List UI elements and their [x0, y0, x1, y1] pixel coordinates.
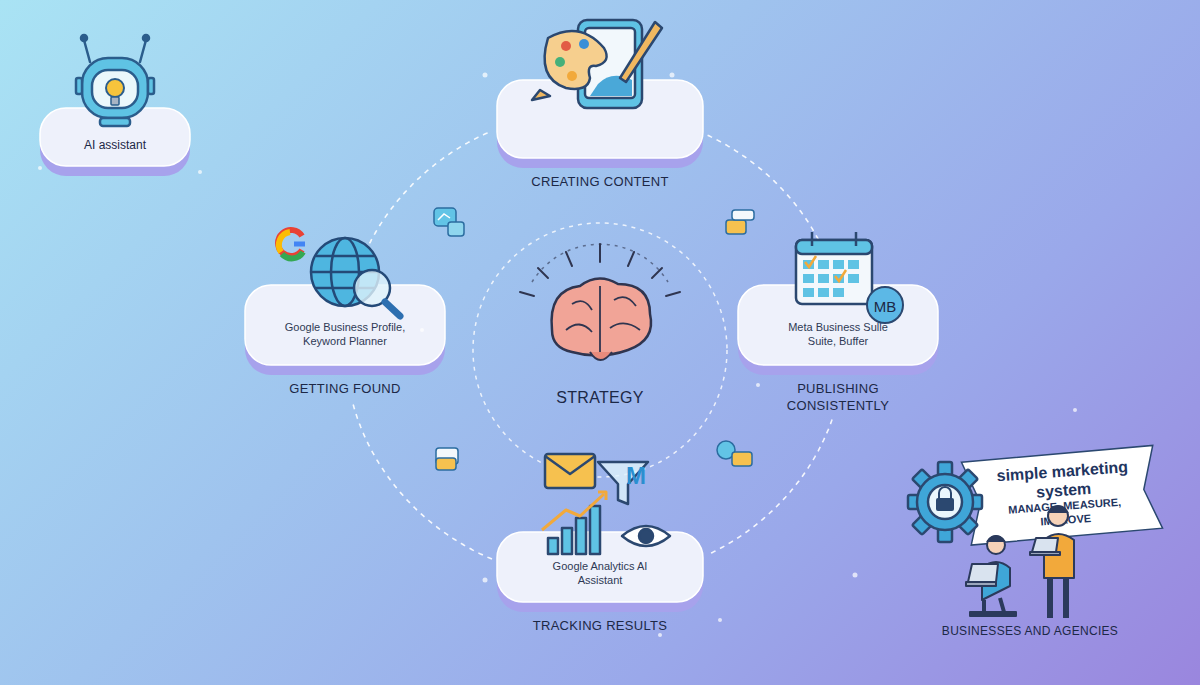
brain-icon — [520, 244, 680, 360]
robot-icon — [76, 35, 154, 126]
tile-face — [497, 80, 703, 168]
ai-tile: AI assistant — [40, 108, 190, 176]
tile-text: Meta Business Sulle Suite, Buffer — [778, 321, 898, 375]
tile-face: Google Analytics AI Assistant — [497, 532, 703, 612]
strategy-circle: STRATEGY — [470, 220, 730, 480]
tile-top — [40, 108, 190, 166]
badge-letters: MB — [866, 286, 904, 324]
people-icon — [966, 506, 1074, 618]
ring-connector — [708, 135, 836, 281]
tracking-tile: Google Analytics AI AssistantTRACKING RE… — [497, 532, 703, 635]
tile-text: Google Business Profile, Keyword Planner — [270, 321, 420, 375]
search-icon — [278, 230, 400, 316]
audience-label: BUSINESSES AND AGENCIES — [930, 624, 1130, 638]
floating-icons — [434, 208, 754, 470]
strategy-text: STRATEGY — [556, 388, 643, 409]
strategy-outline — [473, 223, 727, 477]
tile-shape — [497, 80, 703, 168]
tile-text: Google Analytics AI Assistant — [535, 560, 665, 612]
content-icon — [532, 20, 662, 108]
tracking-icon — [542, 454, 670, 554]
tile-face: AI assistant — [40, 108, 190, 176]
calendar-icon — [796, 232, 872, 304]
tile-top — [497, 80, 703, 158]
ring-connector — [353, 403, 492, 560]
strategy-ring — [470, 220, 730, 480]
sparkle-dots — [38, 73, 1077, 638]
tile-text: AI assistant — [84, 138, 146, 176]
ribbon-band — [961, 445, 1163, 545]
search-tile: Google Business Profile, Keyword Planner… — [245, 285, 445, 398]
marketing-ribbon: simple marketing systemMANAGE, MEASURE, … — [957, 445, 1163, 545]
tile-face: Meta Business Sulle Suite, Buffer — [738, 285, 938, 375]
publishing-tile: Meta Business Sulle Suite, BufferPUBLISH… — [738, 285, 938, 415]
tile-heading: TRACKING RESULTS — [533, 618, 668, 635]
funnel-letter: M — [626, 462, 646, 490]
content-tile: CREATING CONTENT — [497, 80, 703, 191]
tile-heading: PUBLISHING CONSISTENTLY — [758, 381, 918, 415]
ring-connector — [708, 419, 832, 554]
tile-heading: CREATING CONTENT — [531, 174, 668, 191]
ring-connector — [355, 131, 492, 281]
tile-face: Google Business Profile, Keyword Planner — [245, 285, 445, 375]
gear-lock-icon — [908, 462, 982, 542]
tile-heading: GETTING FOUND — [289, 381, 401, 398]
